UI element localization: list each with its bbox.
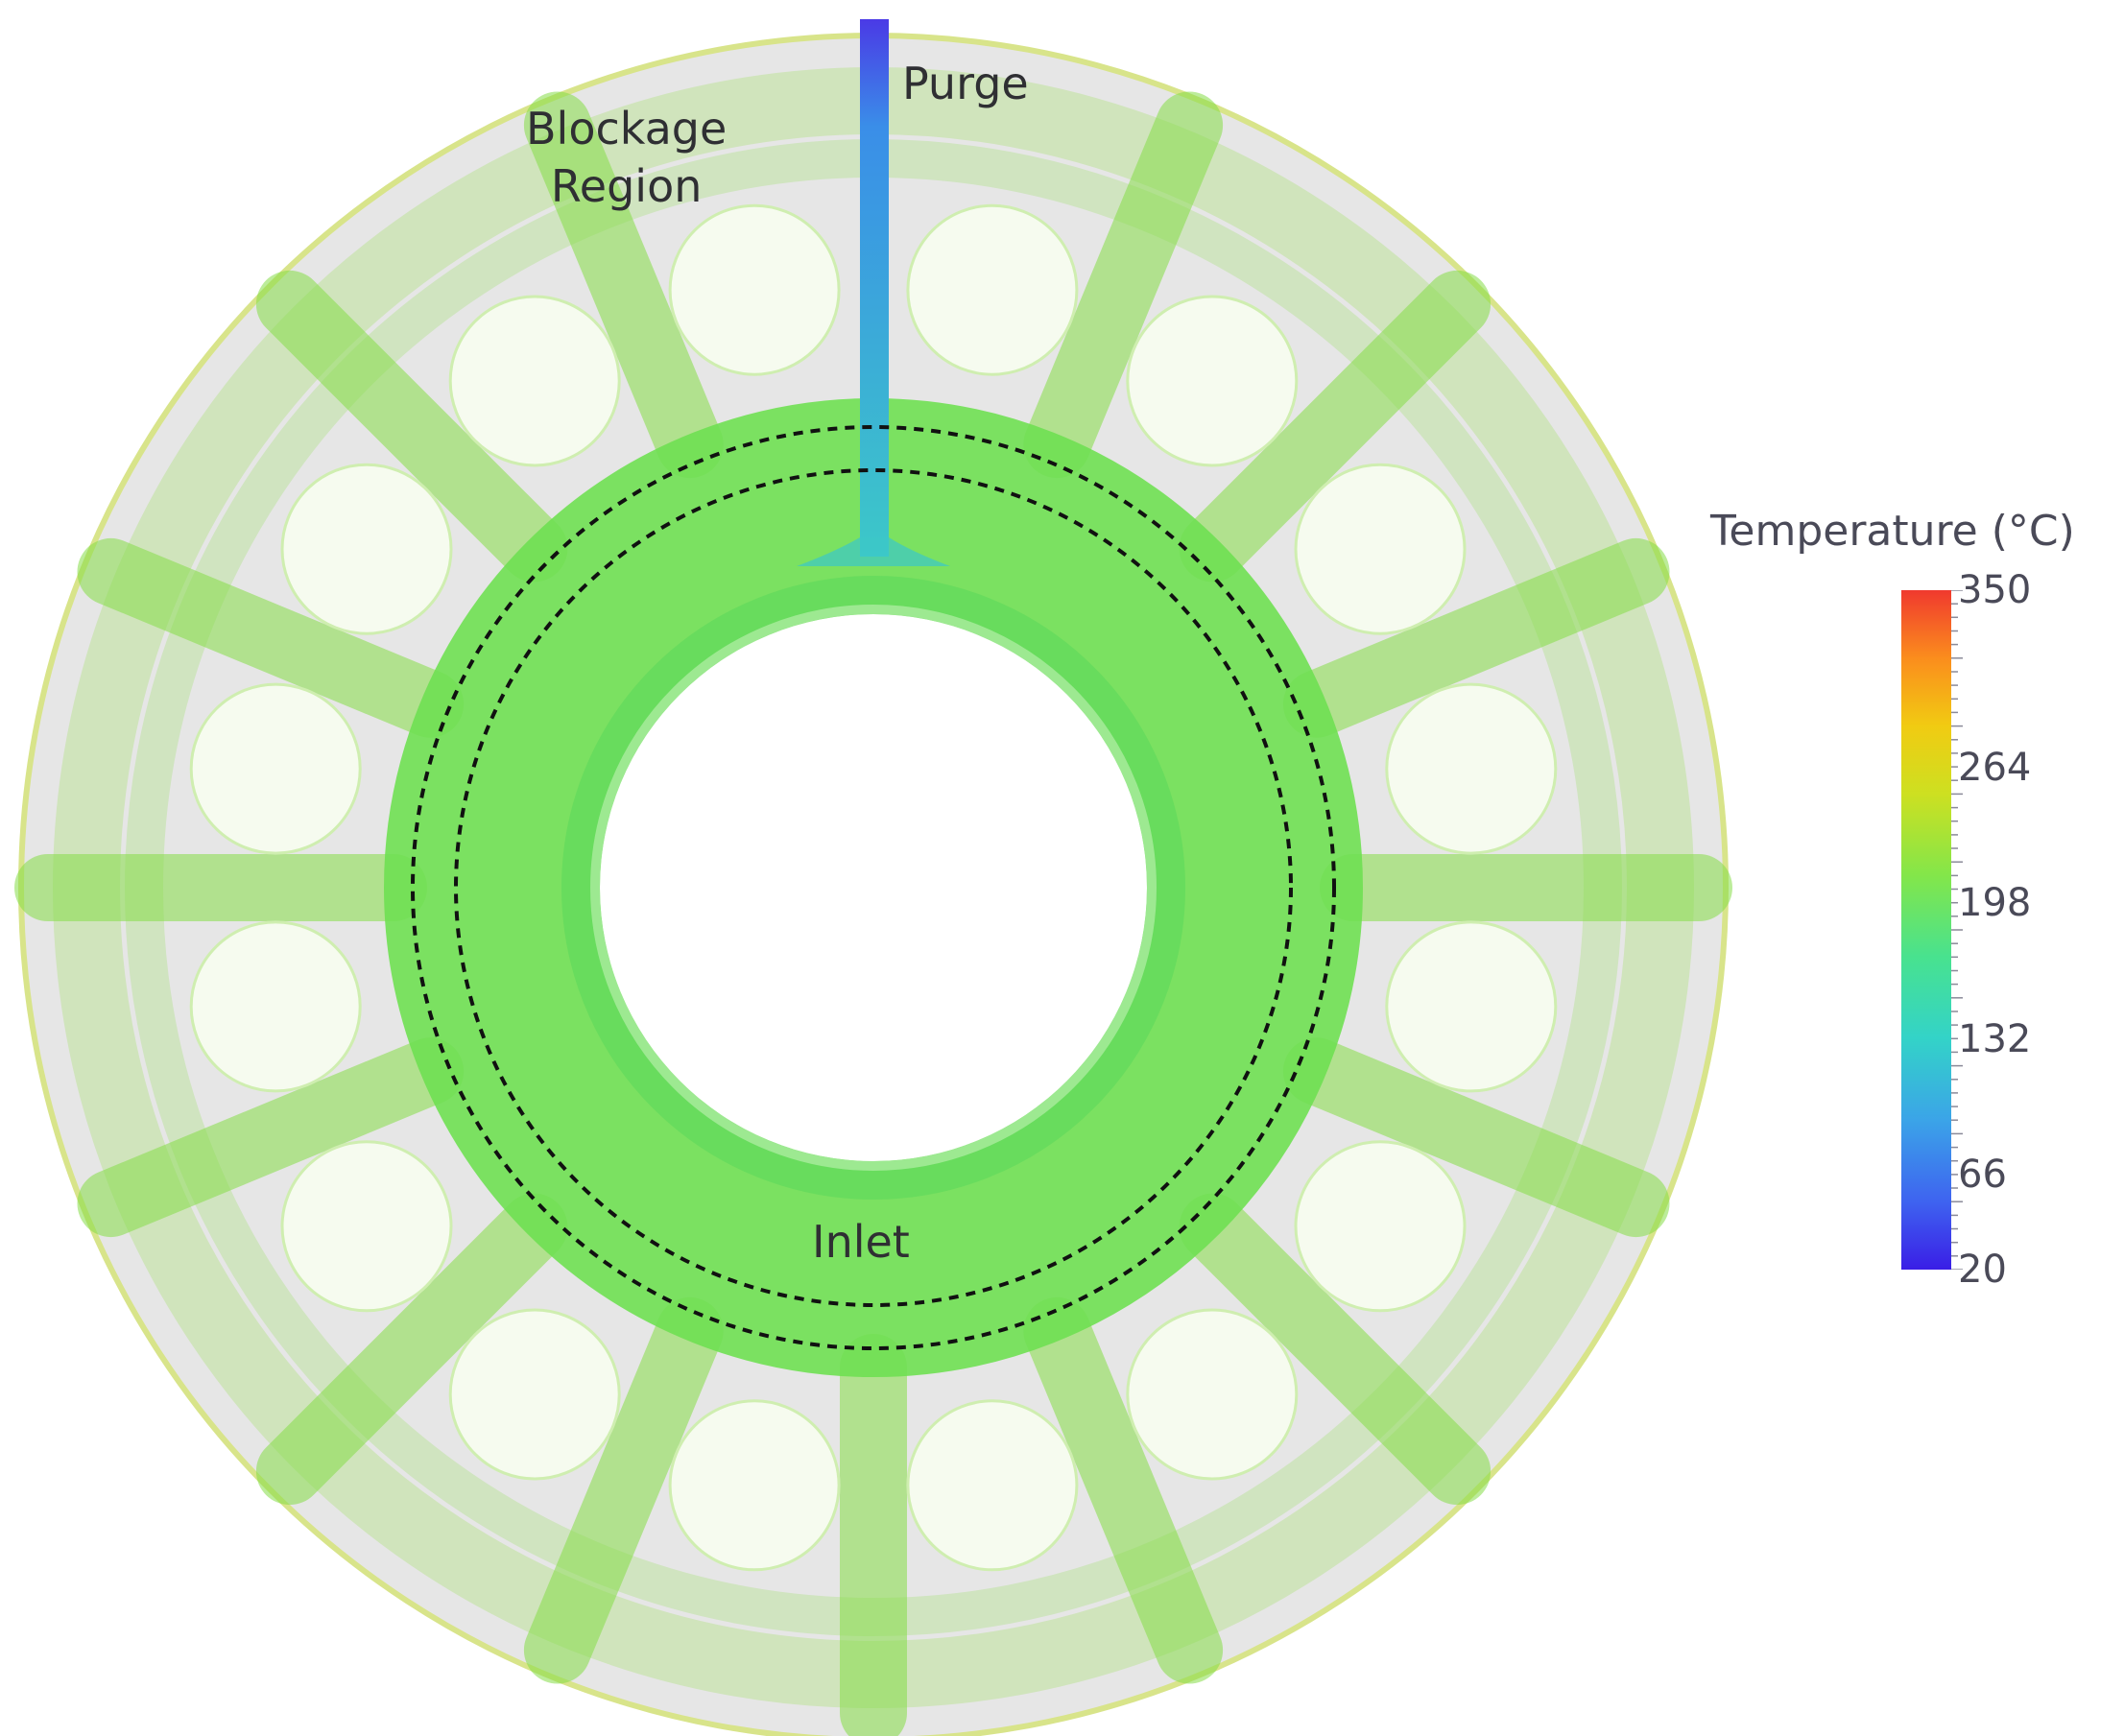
purge-jet xyxy=(860,19,889,557)
cooling-hole xyxy=(906,1399,1079,1572)
cooling-hole xyxy=(1294,1140,1467,1313)
cooling-hole xyxy=(448,295,621,467)
colorbar-minor-ticks xyxy=(1951,590,1963,1270)
blockage-label-line1: Blockage xyxy=(526,103,728,155)
cooling-hole xyxy=(1294,463,1467,635)
colorbar-tick-label: 132 xyxy=(1958,1016,2032,1061)
cooling-hole xyxy=(1126,1308,1299,1481)
cooling-hole xyxy=(280,463,453,635)
purge-spread xyxy=(797,537,950,566)
colorbar-tick-label: 20 xyxy=(1958,1248,2007,1292)
cooling-hole xyxy=(668,1399,841,1572)
colorbar-title: Temperature (°C) xyxy=(1710,507,2075,556)
flow-lobes xyxy=(14,91,1732,1736)
cooling-hole xyxy=(1385,682,1558,855)
annulus-inner-shade xyxy=(561,576,1185,1200)
flow-lobe xyxy=(1023,1296,1224,1684)
cooling-hole xyxy=(906,203,1079,376)
flow-lobe xyxy=(255,1193,568,1506)
colorbar-gradient xyxy=(1901,590,1951,1270)
purge-label: Purge xyxy=(902,58,1029,109)
flow-lobe xyxy=(1179,1193,1492,1506)
colorbar-tick-label: 264 xyxy=(1958,745,2032,790)
cooling-hole xyxy=(448,1308,621,1481)
flow-lobe xyxy=(1179,270,1492,583)
flow-lobe xyxy=(77,537,465,738)
cooling-hole xyxy=(1385,920,1558,1093)
flow-lobe xyxy=(1282,1037,1670,1238)
blockage-region-label: Blockage Region xyxy=(526,101,727,216)
cooling-holes xyxy=(189,203,1558,1572)
flow-lobe xyxy=(1023,91,1224,479)
flow-lobe xyxy=(77,1037,465,1238)
dashed-ring-inner xyxy=(454,468,1293,1307)
inner-bore xyxy=(600,614,1147,1161)
blockage-label-line2: Region xyxy=(550,159,703,212)
cooling-hole xyxy=(1126,295,1299,467)
cooling-hole xyxy=(189,920,362,1093)
colorbar-tick-label: 66 xyxy=(1958,1153,2007,1198)
cooling-hole xyxy=(280,1140,453,1313)
flow-lobe xyxy=(523,91,724,479)
cooling-hole xyxy=(668,203,841,376)
flow-lobe xyxy=(1282,537,1670,738)
colorbar-tick-label: 350 xyxy=(1958,568,2032,612)
colorbar-tick-label: 198 xyxy=(1958,881,2032,926)
cooling-hole xyxy=(189,682,362,855)
inlet-label: Inlet xyxy=(812,1216,910,1268)
flow-lobe xyxy=(523,1296,724,1684)
flow-lobe xyxy=(255,270,568,583)
dashed-ring-outer xyxy=(411,425,1336,1350)
